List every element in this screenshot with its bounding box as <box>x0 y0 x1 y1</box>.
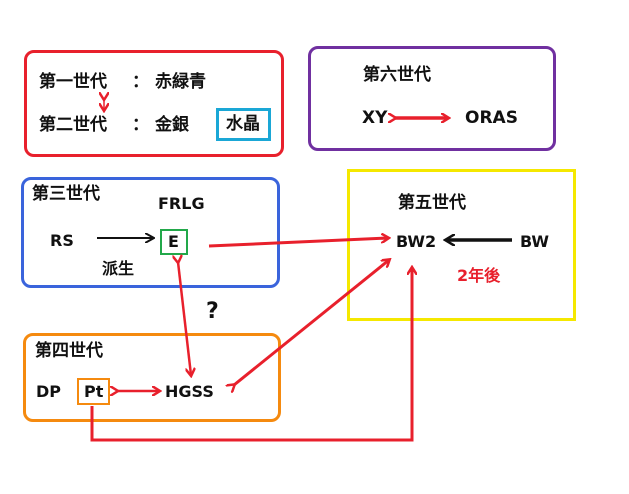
emerald-box <box>160 229 188 255</box>
gen5-box <box>347 169 576 321</box>
gen2-colon: ： <box>132 115 149 135</box>
hgss-bw2-arrow <box>234 260 389 385</box>
gen3-label: 第三世代 <box>32 184 100 204</box>
gen4-label: 第四世代 <box>35 341 103 361</box>
crystal-box <box>216 108 271 141</box>
gen4-dp: DP <box>36 382 62 401</box>
gen3-box <box>21 177 280 288</box>
gen6-label: 第六世代 <box>363 65 431 85</box>
gen5-bw2: BW2 <box>396 232 437 251</box>
gen1-colon: ： <box>132 72 149 92</box>
gen5-bw: BW <box>520 232 549 251</box>
e-hgss-arrow <box>178 262 191 375</box>
gen6-xy: XY <box>362 108 388 128</box>
question-mark: ? <box>206 299 219 324</box>
e-bw2-arrow <box>208 238 388 248</box>
gen3-e: E <box>168 232 179 251</box>
gen1-gen2-box <box>24 50 284 157</box>
gen4-hgss: HGSS <box>165 382 214 401</box>
crystal-label: 水晶 <box>226 114 260 134</box>
gen1-label: 第一世代 <box>39 72 107 92</box>
gen3-derived: 派生 <box>102 259 135 278</box>
platinum-box <box>77 378 110 405</box>
gen1-games: 赤緑青 <box>155 72 206 92</box>
gen6-box <box>308 46 556 151</box>
gen2-games: 金銀 <box>155 115 189 135</box>
gen5-note: 2年後 <box>457 266 501 285</box>
pt-bw2-arrow <box>90 268 412 442</box>
gen3-frlg: FRLG <box>158 194 205 213</box>
gen5-label: 第五世代 <box>398 193 466 213</box>
gen2-label: 第二世代 <box>39 115 107 135</box>
gen4-pt: Pt <box>84 382 104 401</box>
gen3-rs: RS <box>50 231 74 250</box>
gen6-oras: ORAS <box>465 108 518 128</box>
